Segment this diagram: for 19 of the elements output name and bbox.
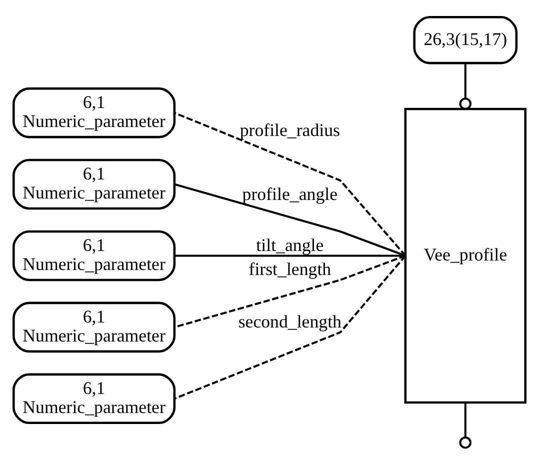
edge-label: profile_radius xyxy=(240,120,340,140)
edge-label: profile_angle xyxy=(242,184,338,204)
edge-label: first_length xyxy=(248,259,332,280)
node-box: 6,1 Numeric_parameter xyxy=(12,230,176,282)
node-box: 6,1 Numeric_parameter xyxy=(12,158,176,210)
connector xyxy=(174,254,406,328)
connector xyxy=(174,112,406,256)
connector xyxy=(464,402,466,438)
node-box: 6,1 Numeric_parameter xyxy=(12,373,176,424)
connector xyxy=(174,254,406,257)
connector xyxy=(174,183,406,257)
node-box: 26,3(15,17) xyxy=(413,16,518,64)
edge-label: second_length xyxy=(238,311,342,332)
node-box: Vee_profile xyxy=(404,108,527,404)
node-box: 6,1 Numeric_parameter xyxy=(12,87,176,138)
edge-label: tilt_angle xyxy=(256,234,324,255)
connector xyxy=(459,63,472,110)
connector xyxy=(174,255,406,400)
node-box: 6,1 Numeric_parameter xyxy=(12,302,176,353)
